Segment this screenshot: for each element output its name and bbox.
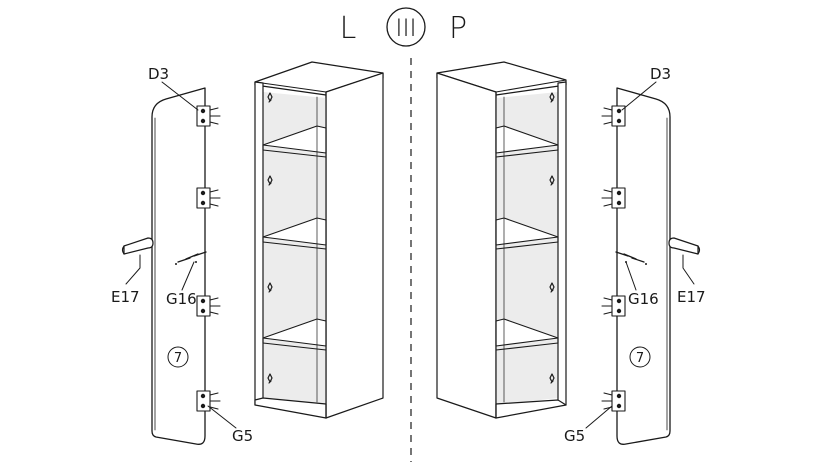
right-hinge-top	[601, 105, 626, 127]
left-hinge-upper	[196, 187, 221, 209]
left-door	[151, 87, 206, 445]
left-door-number-badge: 7	[167, 346, 189, 368]
left-hinge-lower	[196, 295, 221, 317]
left-door-number: 7	[174, 351, 182, 366]
right-leader-e17	[682, 254, 695, 285]
left-label-d3: D3	[148, 65, 169, 83]
right-cabinet-mount-plates	[549, 92, 555, 384]
right-label-e17: E17	[677, 288, 706, 306]
left-cabinet-mount-plates	[267, 92, 273, 384]
right-hinge-lower	[601, 295, 626, 317]
center-symbol: III	[386, 7, 426, 47]
left-label-g5: G5	[232, 427, 253, 445]
left-label-e17: E17	[111, 288, 140, 306]
left-hinge-bottom	[196, 390, 221, 412]
right-label-g5: G5	[564, 427, 585, 445]
right-leader-g16	[625, 261, 637, 291]
left-side-label: L	[340, 11, 357, 46]
right-handle	[668, 237, 701, 255]
left-leader-g5	[207, 405, 237, 429]
left-handle	[121, 237, 154, 255]
left-label-g16: G16	[166, 290, 197, 308]
left-hinge-top	[196, 105, 221, 127]
right-door-number-badge: 7	[629, 346, 651, 368]
right-label-g16: G16	[628, 290, 659, 308]
left-screws	[175, 251, 207, 265]
left-cabinet	[254, 61, 384, 419]
right-cabinet	[436, 61, 567, 419]
right-label-d3: D3	[650, 65, 671, 83]
right-hinge-bottom	[601, 390, 626, 412]
right-leader-d3	[621, 81, 657, 111]
right-leader-g5	[585, 405, 613, 429]
left-leader-d3	[161, 81, 199, 111]
right-hinge-upper	[601, 187, 626, 209]
left-leader-e17	[125, 254, 141, 285]
left-leader-g16	[181, 261, 195, 291]
right-side-label: P	[449, 11, 467, 46]
center-symbol-text: III	[395, 14, 416, 42]
right-door-number: 7	[636, 351, 644, 366]
